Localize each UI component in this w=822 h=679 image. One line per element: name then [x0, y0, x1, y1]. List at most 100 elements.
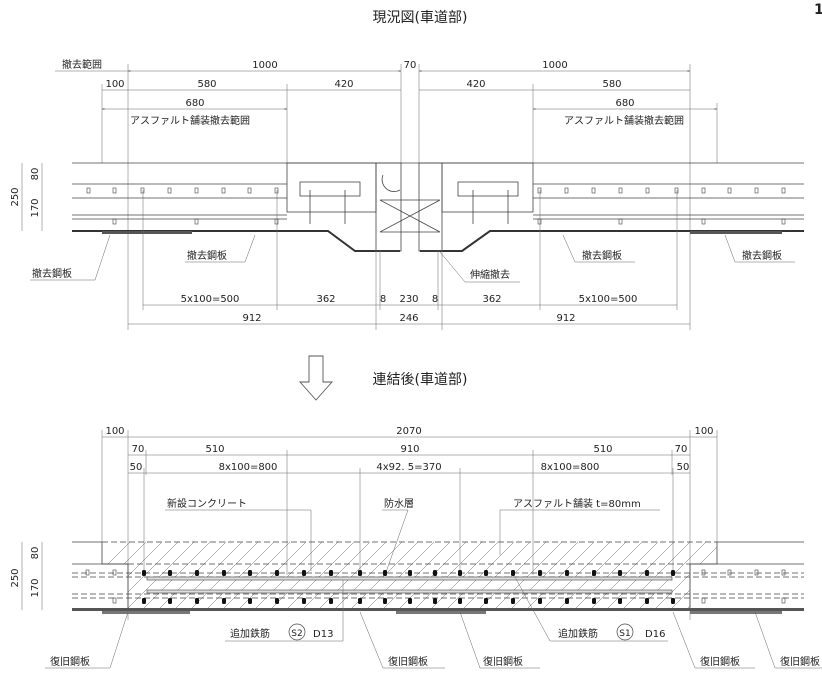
rebar-bottom: [618, 598, 622, 604]
rebar-bottom: [565, 598, 569, 604]
dim-right-420: 420: [466, 79, 485, 90]
rebar-existing-top: [701, 569, 706, 576]
dim-gap-70: 70: [404, 60, 417, 71]
restored-steel-plate-label: 復旧鋼板: [780, 655, 820, 668]
existing-top-dimensions: 撤去範囲 1000 70 1000 100 580 420 420 580 68…: [55, 58, 718, 330]
rebar-top-existing: [701, 187, 706, 194]
hatch-line: [235, 542, 309, 610]
hatch-line: [123, 542, 197, 610]
expansion-removal-label: 伸縮撤去: [470, 268, 510, 281]
hatch-line: [102, 542, 149, 610]
hatch-line: [315, 542, 389, 610]
hatch-line: [331, 542, 405, 610]
after-depth-250: 250: [10, 568, 21, 587]
hatch-line: [587, 542, 661, 610]
dim-right-580: 580: [602, 79, 621, 90]
dim-left-680: 680: [185, 98, 204, 109]
rebar-bottom: [645, 598, 649, 604]
s1-mark-circle: [616, 623, 634, 641]
after-depth-80: 80: [30, 547, 41, 560]
rebar-top-existing: [274, 187, 279, 194]
hatch-line: [732, 540, 804, 612]
existing-bottom-dimensions: 5x100=500 362 8 230 8 362 5x100=500 912 …: [128, 190, 690, 330]
hatch-line: [523, 542, 597, 610]
rebar-existing-bottom: [701, 597, 706, 604]
rebar-top: [248, 570, 252, 576]
rebar-existing-top: [112, 569, 117, 576]
after-title: 連結後(車道部): [373, 371, 468, 388]
dim-right-912: 912: [556, 313, 575, 324]
dim-left-100: 100: [105, 79, 124, 90]
rebar-existing-bottom: [781, 597, 786, 604]
restored-steel-plate-label: 復旧鋼板: [483, 655, 523, 668]
hatch-line: [459, 542, 533, 610]
rebar-top: [358, 570, 362, 576]
added-rebar-s2-label: 追加鉄筋: [230, 627, 270, 640]
rebar-top-existing: [618, 187, 623, 194]
removed-steel-plate-label: 撤去鋼板: [32, 267, 72, 280]
existing-depth-250: 250: [10, 187, 21, 206]
rebar-top-existing: [167, 187, 172, 194]
dim-right-100: 100: [694, 426, 713, 437]
hatch-line: [155, 542, 229, 610]
rebar-bottom: [671, 598, 675, 604]
hatch-line: [699, 542, 717, 610]
new-concrete-label: 新設コンクリート: [167, 497, 247, 510]
hatch-line: [748, 540, 820, 612]
rebar-top: [195, 570, 199, 576]
removed-steel-plate-label: 撤去鋼板: [187, 249, 227, 262]
hatch-line: [507, 542, 581, 610]
rebar-bottom: [168, 598, 172, 604]
rebar-top-existing: [221, 187, 226, 194]
restored-steel-plate-label: 復旧鋼板: [50, 655, 90, 668]
rebar-bottom-existing: [537, 218, 542, 225]
asphalt-removal-range-left: アスファルト舗装撤去範囲: [130, 114, 250, 127]
dim-left-70: 70: [132, 444, 145, 455]
removal-range-label: 撤去範囲: [62, 58, 102, 71]
rebar-top: [538, 570, 542, 576]
dim-left-912: 912: [242, 313, 261, 324]
rebar-top: [458, 570, 462, 576]
dim-right-50: 50: [677, 462, 690, 473]
existing-section: 250 80 170: [10, 162, 804, 252]
dim-left-8x100: 8x100=800: [219, 462, 278, 473]
rebar-bottom: [329, 598, 333, 604]
dim-left-420: 420: [334, 79, 353, 90]
hatch-line: [571, 542, 645, 610]
hatch-line: [443, 542, 517, 610]
hatch-line: [251, 542, 325, 610]
rebar-bottom: [222, 598, 226, 604]
rebar-bottom-existing: [618, 218, 623, 225]
rebar-top: [222, 570, 226, 576]
hatch-line: [667, 542, 717, 610]
hatch-line: [395, 542, 469, 610]
rebar-bottom: [195, 598, 199, 604]
added-rebar-s1-label: 追加鉄筋: [558, 627, 598, 640]
after-depth-170: 170: [30, 578, 41, 597]
rebar-bottom: [383, 598, 387, 604]
hatch-line: [683, 542, 717, 610]
dim-left-100: 100: [105, 426, 124, 437]
rebar-top: [168, 570, 172, 576]
hatch-line: [411, 542, 485, 610]
dim-gap-8-right: 8: [432, 294, 438, 305]
restored-steel-plate-label: 復旧鋼板: [388, 655, 428, 668]
dim-right-362: 362: [482, 294, 501, 305]
dim-right-680: 680: [615, 98, 634, 109]
hatch-line: [491, 542, 565, 610]
rebar-top-existing: [781, 187, 786, 194]
hatch-line: [219, 542, 293, 610]
dim-right-5x100: 5x100=500: [579, 294, 638, 305]
rebar-top: [433, 570, 437, 576]
rebar-existing-top: [85, 569, 90, 576]
rebar-top: [671, 570, 675, 576]
rebar-bottom: [458, 598, 462, 604]
rebar-top-existing: [591, 187, 596, 194]
rebar-existing-top: [781, 569, 786, 576]
after-labels-top: 新設コンクリート 防水層 アスファルト舗装 t=80mm: [165, 497, 660, 576]
rebar-top: [329, 570, 333, 576]
rebar-top: [645, 570, 649, 576]
rebar-bottom-existing: [701, 218, 706, 225]
rebar-existing-top: [727, 569, 732, 576]
